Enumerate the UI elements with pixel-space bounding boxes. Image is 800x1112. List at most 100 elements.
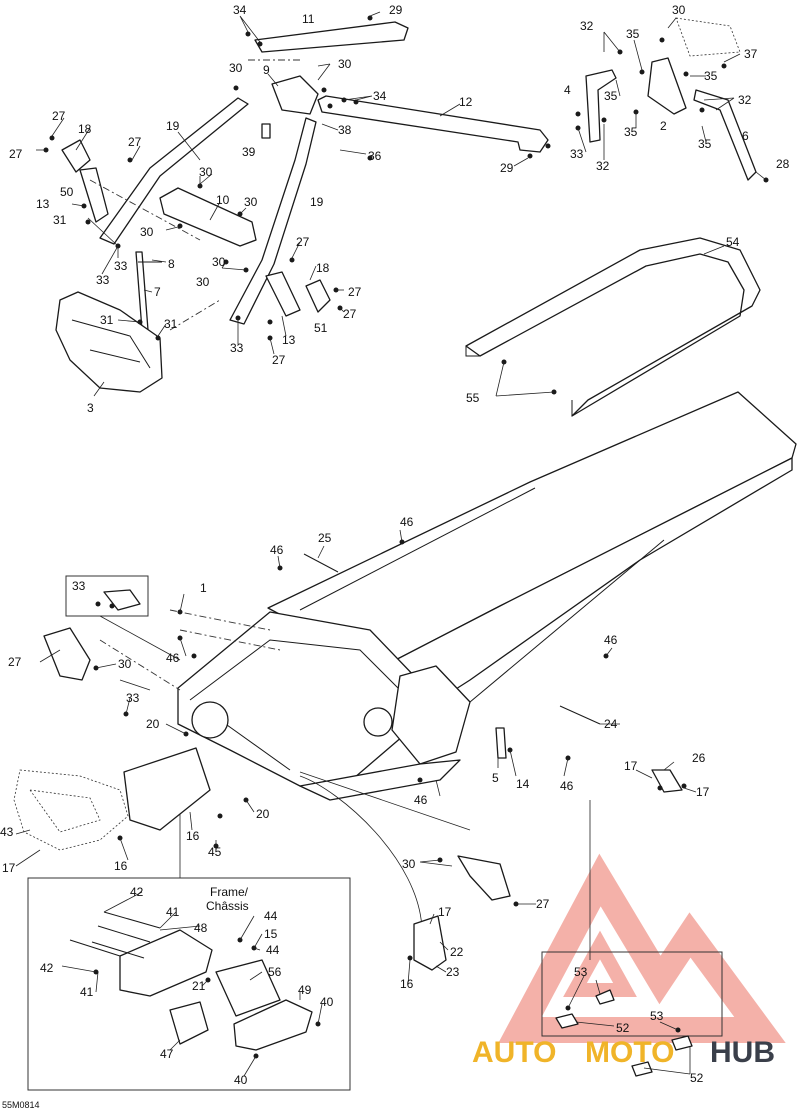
- watermark-auto: AUTO: [472, 1036, 556, 1069]
- callout-37: 37: [744, 47, 758, 61]
- callout-56: 56: [268, 965, 282, 979]
- assembly-line-1: [89, 179, 201, 241]
- part-30-plate-ghost: [675, 17, 741, 57]
- callout-35: 35: [704, 69, 718, 83]
- callout-33: 33: [72, 579, 86, 593]
- chassis-side-plate: [391, 665, 471, 765]
- callout-24: 24: [604, 717, 618, 731]
- part-4-arm: [585, 69, 617, 143]
- callout-23: 23: [446, 965, 460, 979]
- inset-caption-line1: Frame/: [210, 885, 249, 899]
- watermark-triangle-inner: [563, 930, 637, 997]
- part-6-arm: [693, 89, 757, 181]
- callout-29: 29: [389, 3, 403, 17]
- callout-16: 16: [400, 977, 414, 991]
- callout-51: 51: [314, 321, 328, 335]
- callout-40: 40: [234, 1073, 248, 1087]
- callout-labels: 34 11 29 30 9 30 34 12 38 36 29 39 27 18…: [0, 3, 790, 1087]
- callout-40: 40: [320, 995, 334, 1009]
- rail-upper: [299, 487, 536, 611]
- part-25-cable: [303, 553, 339, 573]
- callout-30: 30: [140, 225, 154, 239]
- callout-43: 43: [0, 825, 14, 839]
- callout-33: 33: [230, 341, 244, 355]
- part-51-plate: [265, 271, 301, 317]
- callout-6: 6: [742, 129, 749, 143]
- arrow-line-2: [299, 775, 423, 931]
- callout-30: 30: [199, 165, 213, 179]
- callout-35: 35: [698, 137, 712, 151]
- leader-lines: [15, 11, 767, 1077]
- callout-3: 3: [87, 401, 94, 415]
- callout-49: 49: [298, 983, 312, 997]
- callout-25: 25: [318, 531, 332, 545]
- callout-27: 27: [343, 307, 357, 321]
- callout-32: 32: [738, 93, 752, 107]
- part-56-plate: [215, 959, 281, 1017]
- watermark-logo: AUTO MOTO HUB: [472, 853, 786, 1069]
- callout-30: 30: [672, 3, 686, 17]
- callout-10: 10: [216, 193, 230, 207]
- callout-32: 32: [580, 19, 594, 33]
- callout-5: 5: [492, 771, 499, 785]
- callout-17: 17: [2, 861, 16, 875]
- part-52-plate-d: [631, 1061, 653, 1077]
- assembly-line-2: [169, 299, 221, 331]
- part-19-right-column: [229, 117, 317, 325]
- callout-27: 27: [128, 135, 142, 149]
- callout-31: 31: [164, 317, 178, 331]
- callout-27: 27: [8, 655, 22, 669]
- arrow-line-3: [299, 771, 471, 831]
- callout-42: 42: [40, 961, 54, 975]
- callout-31: 31: [100, 313, 114, 327]
- part-18-bracket-right: [305, 279, 331, 313]
- callout-35: 35: [624, 125, 638, 139]
- assembly-line-4: [169, 609, 271, 631]
- callout-38: 38: [338, 123, 352, 137]
- front-chassis-hole-right: [363, 707, 393, 737]
- callout-2: 2: [660, 119, 667, 133]
- callout-12: 12: [459, 95, 473, 109]
- watermark-moto: MOTO: [585, 1036, 674, 1069]
- callout-53: 53: [574, 965, 588, 979]
- callout-30: 30: [212, 255, 226, 269]
- callout-29: 29: [500, 161, 514, 175]
- callout-16: 16: [114, 859, 128, 873]
- part-11-upper-bar: [254, 21, 409, 53]
- assembly-line-6: [99, 639, 181, 691]
- callout-53: 53: [650, 1009, 664, 1023]
- part-47-plate: [169, 1001, 209, 1045]
- inset-caption-line2: Châssis: [206, 899, 249, 913]
- assembly-line-5: [179, 629, 281, 651]
- part-7-rod: [135, 251, 149, 331]
- callout-30: 30: [338, 57, 352, 71]
- callout-27: 27: [536, 897, 550, 911]
- callout-46: 46: [604, 633, 618, 647]
- detail-box-33: [65, 575, 149, 617]
- inset-parts: [69, 911, 313, 1051]
- diagram-code: 55M0814: [2, 1100, 40, 1110]
- callout-18: 18: [78, 122, 92, 136]
- part-2-bracket: [647, 57, 687, 115]
- inset-box: [27, 877, 351, 1091]
- rail-lower: [469, 539, 665, 703]
- callout-19: 19: [310, 195, 324, 209]
- callout-20: 20: [256, 807, 270, 821]
- suspension-ghost-inner: [29, 789, 101, 833]
- callout-42: 42: [130, 885, 144, 899]
- steering-bracket-assembly: [585, 17, 757, 181]
- callout-17: 17: [438, 905, 452, 919]
- front-frame-assembly: [55, 21, 549, 393]
- callout-54: 54: [726, 235, 740, 249]
- front-mount-bracket: [123, 747, 211, 831]
- part-5-bracket: [495, 727, 507, 759]
- part-52-plate-b: [595, 989, 615, 1005]
- callout-8: 8: [168, 257, 175, 271]
- callout-27: 27: [52, 109, 66, 123]
- inset-bolts-41: [69, 911, 161, 959]
- callout-15: 15: [264, 927, 278, 941]
- callout-44: 44: [264, 909, 278, 923]
- bolt-markers: [43, 15, 769, 1059]
- callout-46: 46: [166, 651, 180, 665]
